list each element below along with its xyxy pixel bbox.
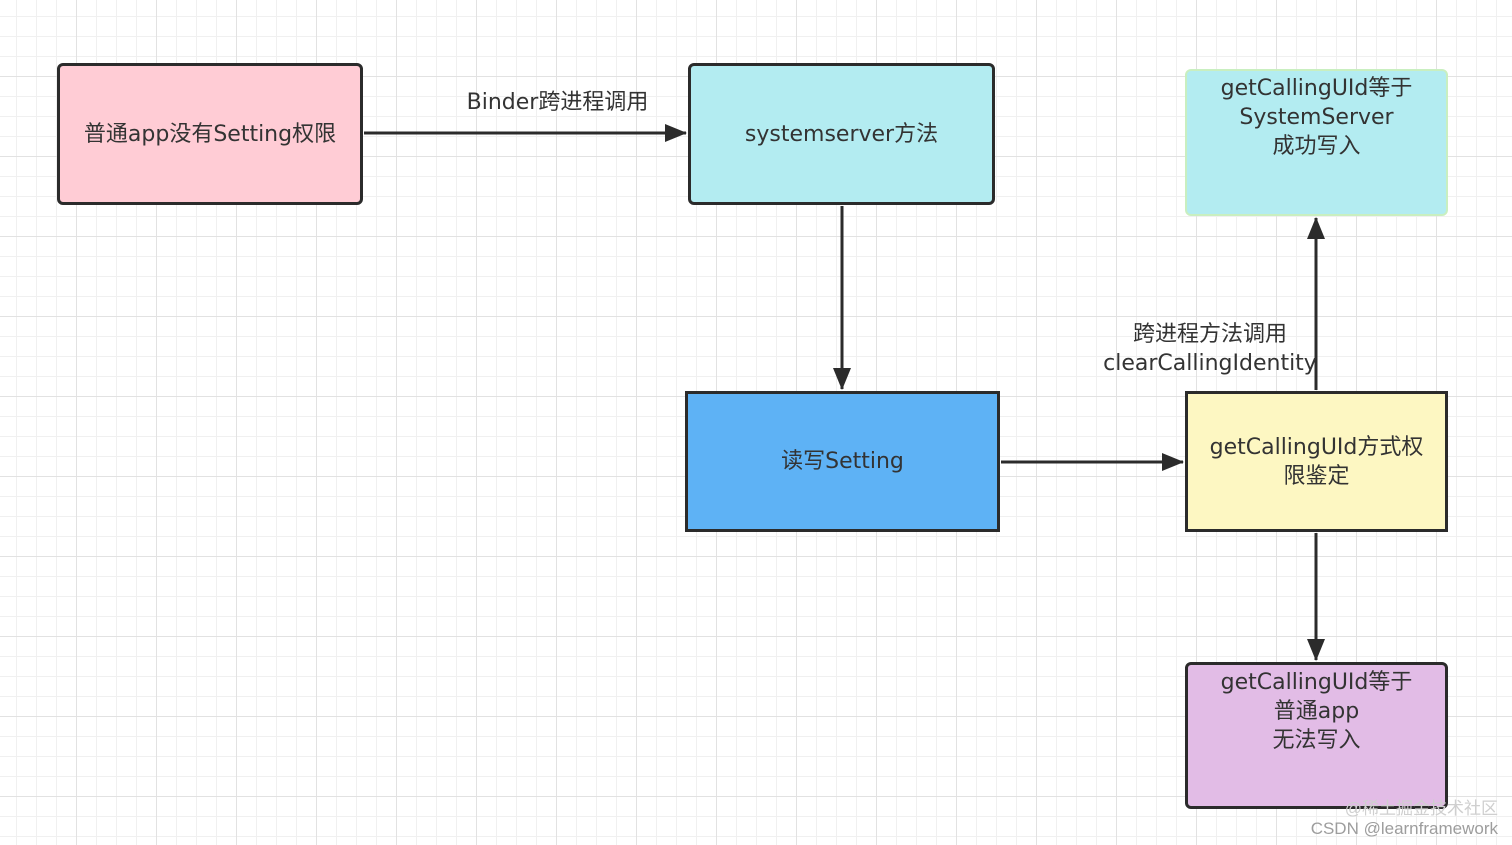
node-failure-write[interactable]: getCallingUId等于 普通app 无法写入 bbox=[1185, 662, 1448, 809]
watermark-csdn: CSDN @learnframework bbox=[1310, 819, 1498, 838]
edge-label-binder-ipc: Binder跨进程调用 bbox=[466, 90, 649, 115]
node-read-write-label: 读写Setting bbox=[781, 449, 904, 474]
node-failure-label: getCallingUId等于 普通app 无法写入 bbox=[1220, 670, 1413, 753]
edge-label-clear-calling-identity: 跨进程方法调用 clearCallingIdentity bbox=[1103, 322, 1317, 376]
node-uid-check-label: getCallingUId方式权 限鉴定 bbox=[1209, 434, 1424, 489]
node-success-write[interactable]: getCallingUId等于 SystemServer 成功写入 bbox=[1185, 69, 1448, 216]
watermark: @稀土掘金技术社区 CSDN @learnframework bbox=[1311, 799, 1498, 839]
node-success-label: getCallingUId等于 SystemServer 成功写入 bbox=[1220, 76, 1413, 159]
node-systemserver-method-label: systemserver方法 bbox=[744, 121, 939, 147]
watermark-juejin: @稀土掘金技术社区 bbox=[1344, 799, 1498, 818]
node-app-label: 普通app没有Setting权限 bbox=[83, 121, 337, 147]
node-systemserver-method[interactable]: systemserver方法 bbox=[688, 63, 995, 205]
node-read-write-setting[interactable]: 读写Setting bbox=[685, 391, 1000, 532]
node-app-without-setting-permission[interactable]: 普通app没有Setting权限 bbox=[57, 63, 363, 205]
node-uid-permission-check[interactable]: getCallingUId方式权 限鉴定 bbox=[1185, 391, 1448, 532]
